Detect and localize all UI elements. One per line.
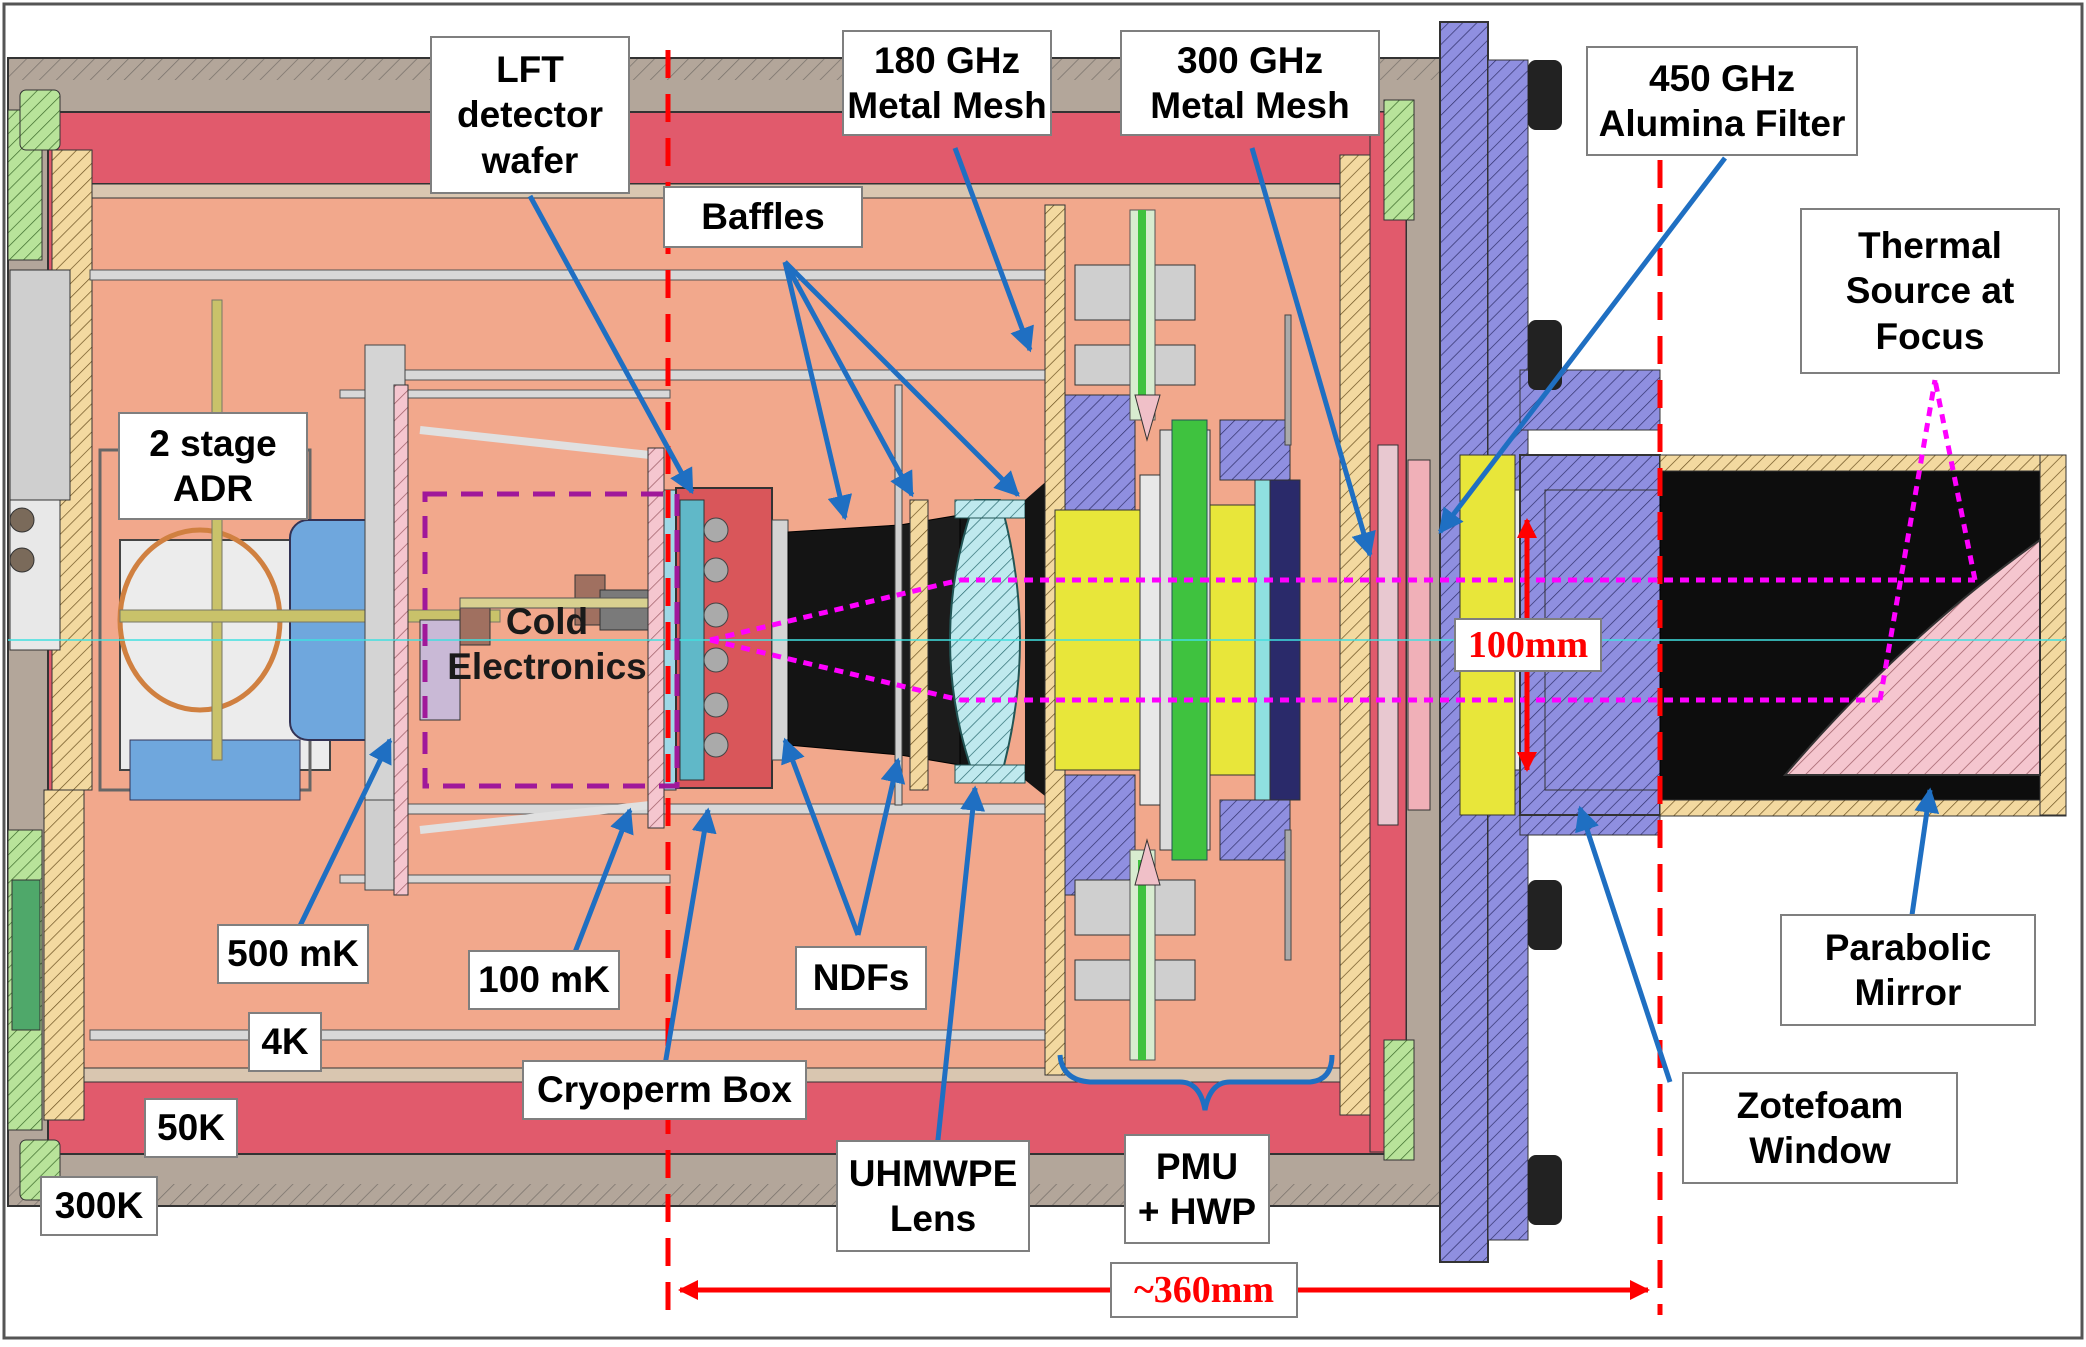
adr-label: 2 stage ADR — [118, 412, 308, 520]
reference-lines — [665, 50, 1663, 1315]
pmu-brace — [1057, 1054, 1335, 1111]
stage-50k-label: 50K — [144, 1098, 238, 1158]
cryoperm-box — [675, 487, 789, 789]
pmu-hwp-label: PMU + HWP — [1124, 1134, 1270, 1244]
stage-500mk-label: 500 mK — [217, 924, 369, 984]
cryoperm-box-label: Cryoperm Box — [522, 1060, 807, 1120]
thermal-source-label: Thermal Source at Focus — [1800, 208, 2060, 374]
aperture-100mm-label: 100mm — [1454, 618, 1602, 672]
metal-mesh-300-label: 300 GHz Metal Mesh — [1120, 30, 1380, 136]
left-end-flanges — [7, 89, 93, 1201]
stage-300k-label: 300K — [40, 1176, 158, 1236]
beam-rays — [709, 379, 1978, 703]
lft-detector-wafer-label: LFT detector wafer — [430, 36, 630, 194]
horn-section — [1025, 478, 1050, 800]
uhmwpe-lens-label: UHMWPE Lens — [836, 1140, 1030, 1252]
cold-electronics-label: Cold Electronics — [447, 600, 647, 687]
source-tube — [1659, 454, 2067, 817]
zotefoam-window-label: Zotefoam Window — [1682, 1072, 1958, 1184]
cold-electronics-outline — [422, 491, 680, 789]
baffles-label: Baffles — [663, 186, 863, 248]
length-360mm-label: ~360mm — [1110, 1262, 1298, 1318]
parabolic-mirror-label: Parabolic Mirror — [1780, 914, 2036, 1026]
alumina-filter-450-label: 450 GHz Alumina Filter — [1586, 46, 1858, 156]
stage-100mk-label: 100 mK — [468, 950, 620, 1010]
annotation-arrows — [295, 147, 1940, 1169]
stage-4k-label: 4K — [248, 1012, 322, 1072]
metal-mesh-180-label: 180 GHz Metal Mesh — [842, 30, 1052, 136]
ndfs-label: NDFs — [795, 946, 927, 1010]
right-flanges — [1339, 99, 1431, 1161]
